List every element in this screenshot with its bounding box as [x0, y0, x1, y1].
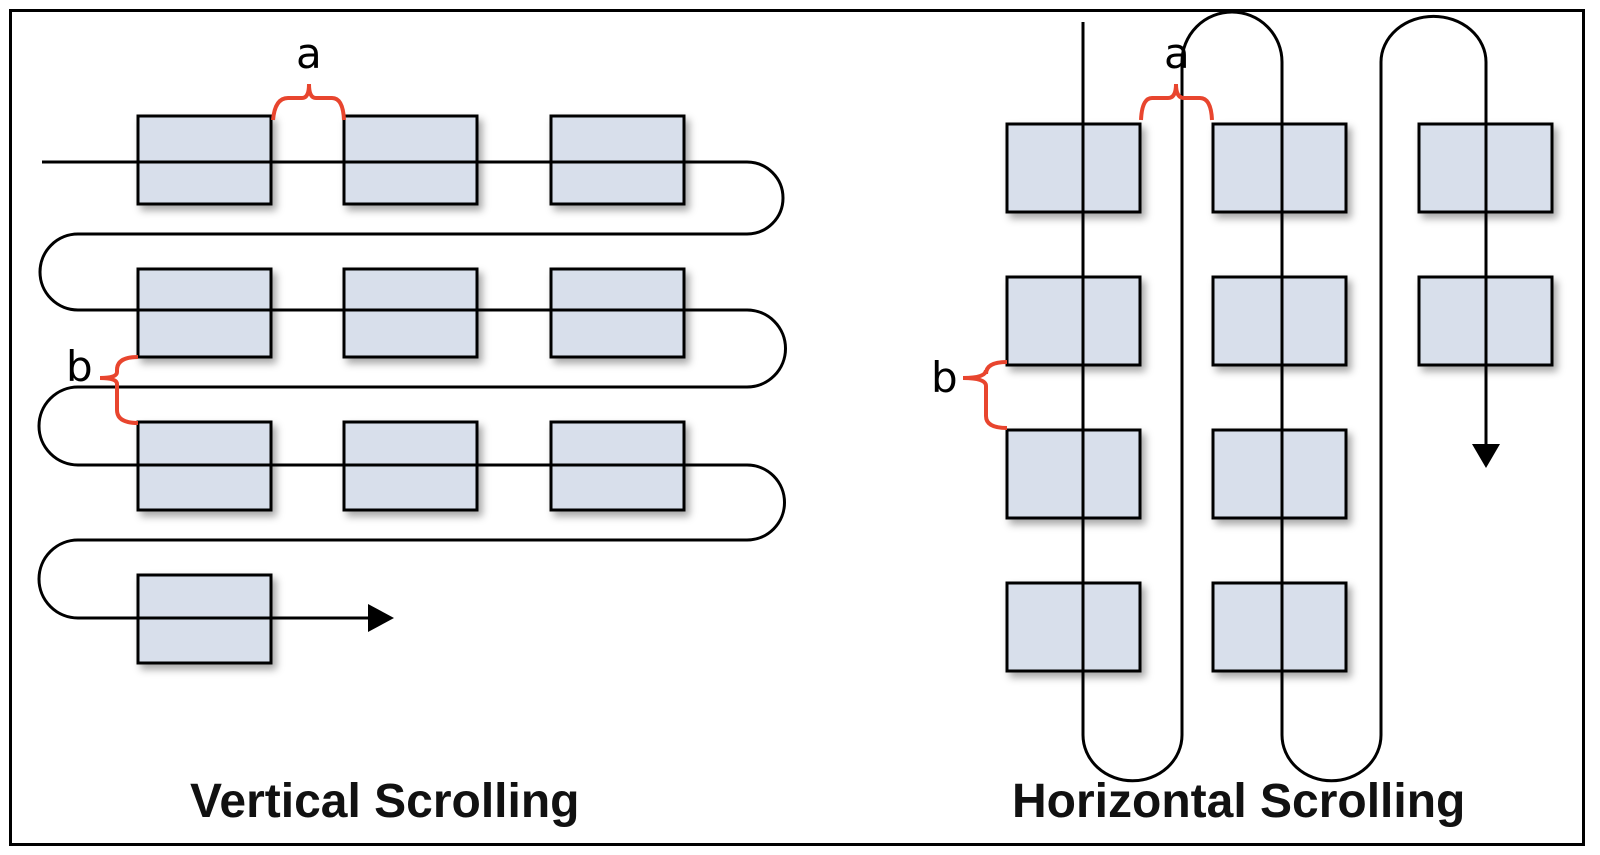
horizontal-scroll-path: [1081, 10, 1488, 783]
vertical-scrolling-caption: Vertical Scrolling: [190, 775, 580, 828]
vertical-scroll-path: [37, 160, 787, 620]
horizontal-cells: [1005, 122, 1554, 673]
cell: [342, 267, 479, 359]
vertical-scrolling-panel: a b: [37, 29, 787, 665]
cell: [1211, 275, 1348, 367]
cell: [342, 114, 479, 206]
cell: [549, 267, 686, 359]
bracket-b: [99, 355, 139, 425]
cell: [136, 114, 273, 206]
cell: [1005, 428, 1142, 520]
cell: [1005, 275, 1142, 367]
cell: [1005, 581, 1142, 673]
vertical-arrowhead: [368, 604, 394, 632]
horizontal-scrolling-panel: a b: [931, 10, 1554, 783]
label-b: b: [931, 353, 958, 402]
horizontal-scrolling-caption: Horizontal Scrolling: [1012, 775, 1466, 828]
horizontal-arrowhead: [1472, 444, 1500, 468]
cell: [1211, 428, 1348, 520]
bracket-a: [271, 83, 346, 121]
cell: [1211, 581, 1348, 673]
label-b: b: [66, 342, 93, 391]
label-a: a: [1164, 29, 1190, 78]
bracket-a: [1139, 83, 1214, 121]
cell: [1211, 122, 1348, 214]
bracket-b: [962, 360, 1008, 430]
cell: [136, 267, 273, 359]
cell: [549, 114, 686, 206]
cell: [1005, 122, 1142, 214]
label-a: a: [296, 29, 322, 78]
vertical-cells: [136, 114, 686, 665]
